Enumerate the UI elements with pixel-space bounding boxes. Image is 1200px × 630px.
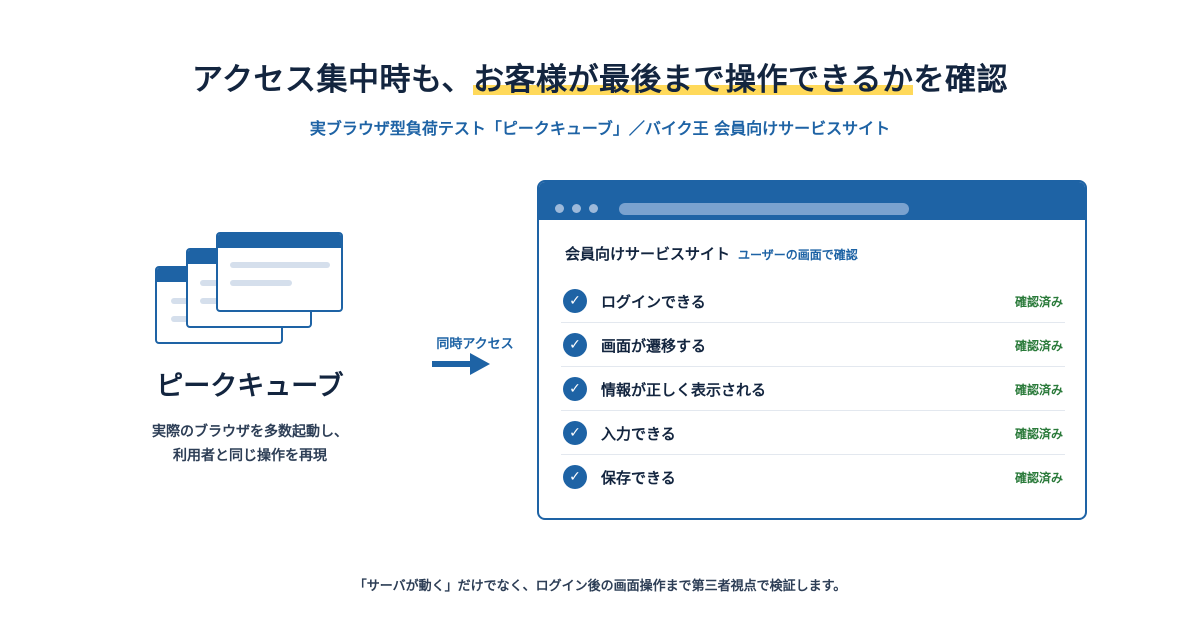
product-description-line1: 実際のブラウザを多数起動し、: [152, 424, 348, 440]
window-icon-front: [216, 232, 343, 312]
check-row: ✓ ログインできる 確認済み: [561, 279, 1065, 323]
check-row: ✓ 保存できる 確認済み: [561, 455, 1065, 499]
check-label: 保存できる: [601, 469, 676, 487]
check-circle-icon: ✓: [563, 289, 587, 313]
check-status: 確認済み: [1014, 295, 1063, 309]
check-label: 画面が遷移する: [601, 337, 707, 355]
check-circle-icon: ✓: [563, 377, 587, 401]
check-label: ログインできる: [601, 293, 706, 311]
check-circle-icon: ✓: [563, 465, 587, 489]
browser-window: 会員向けサービスサイトユーザーの画面で確認 ✓ ログインできる 確認済み ✓ 画…: [537, 180, 1087, 520]
check-status: 確認済み: [1014, 427, 1063, 441]
browser-stack-icon: [155, 232, 345, 347]
product-description-line2: 利用者と同じ操作を再現: [173, 448, 327, 464]
site-header: 会員向けサービスサイトユーザーの画面で確認: [565, 243, 858, 264]
check-row: ✓ 画面が遷移する 確認済み: [561, 323, 1065, 367]
check-circle-icon: ✓: [563, 333, 587, 357]
headline-part2: を確認: [913, 62, 1008, 98]
check-row: ✓ 入力できる 確認済み: [561, 411, 1065, 455]
window-dot-icon: [555, 204, 564, 213]
headline: アクセス集中時も、お客様が最後まで操作できるかを確認: [0, 54, 1200, 99]
check-status: 確認済み: [1014, 383, 1063, 397]
site-title: 会員向けサービスサイト: [565, 245, 731, 263]
check-label: 入力できる: [601, 425, 676, 443]
check-circle-icon: ✓: [563, 421, 587, 445]
window-dot-icon: [572, 204, 581, 213]
footer-note: 「サーバが動く」だけでなく、ログイン後の画面操作まで第三者視点で検証します。: [353, 579, 847, 594]
product-description: 実際のブラウザを多数起動し、 利用者と同じ操作を再現: [95, 420, 405, 468]
site-note: ユーザーの画面で確認: [738, 248, 858, 262]
browser-titlebar: [539, 182, 1085, 220]
headline-part1: アクセス集中時も、: [192, 62, 474, 98]
window-dot-icon: [589, 204, 598, 213]
check-status: 確認済み: [1014, 339, 1063, 353]
address-bar: [619, 203, 909, 215]
check-status: 確認済み: [1014, 471, 1063, 485]
headline-highlight: お客様が最後まで操作できるか: [473, 62, 914, 98]
product-name: ピークキューブ: [156, 371, 344, 402]
check-row: ✓ 情報が正しく表示される 確認済み: [561, 367, 1065, 411]
check-list: ✓ ログインできる 確認済み ✓ 画面が遷移する 確認済み ✓ 情報が正しく表示…: [561, 279, 1065, 499]
arrow-label: 同時アクセス: [436, 337, 514, 352]
subtitle: 実ブラウザ型負荷テスト「ピークキューブ」／バイク王 会員向けサービスサイト: [309, 119, 891, 138]
arrow-right-icon: [432, 353, 490, 375]
check-label: 情報が正しく表示される: [601, 381, 767, 399]
